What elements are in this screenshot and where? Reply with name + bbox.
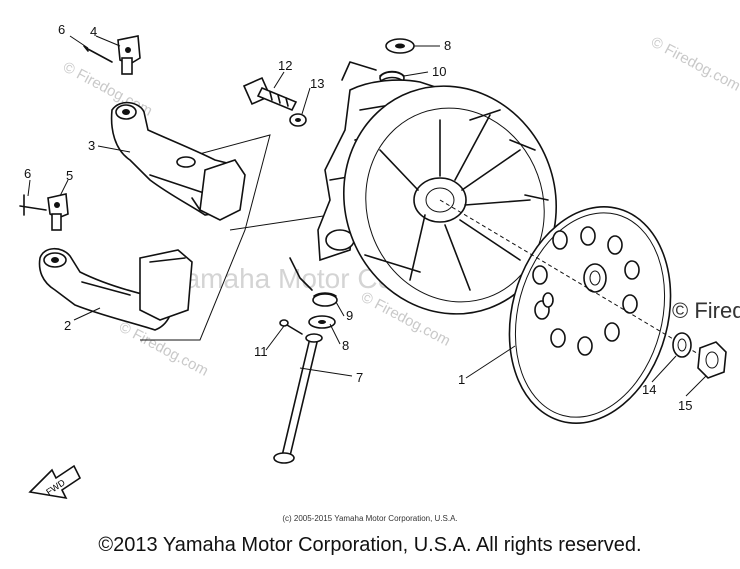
small-copyright: (c) 2005-2015 Yamaha Motor Corporation, … <box>282 514 458 523</box>
part-15-nut <box>697 341 727 379</box>
spring-rod <box>364 254 421 273</box>
part-6-cotter-pin-top <box>83 45 113 63</box>
part-8-washer-lower <box>308 315 336 329</box>
callout-14: 14 <box>642 382 656 397</box>
callout-8b: 8 <box>342 338 349 353</box>
assembly-link-line <box>229 214 331 231</box>
watermark-firedog-4: © Firedog.com <box>648 34 740 95</box>
assembly-bracket-outline <box>139 134 271 341</box>
brake-pulley <box>342 85 558 315</box>
leader-lines <box>27 35 707 397</box>
part-8-washer-top <box>385 38 415 54</box>
part-1-brake-disc <box>508 206 672 424</box>
callout-6b: 6 <box>24 166 31 181</box>
callout-8a: 8 <box>444 38 451 53</box>
callout-11: 11 <box>254 344 268 359</box>
callout-4: 4 <box>90 24 97 39</box>
callout-6a: 6 <box>58 22 65 37</box>
callout-3: 3 <box>88 138 95 153</box>
fwd-arrow-icon: FWD <box>28 464 82 500</box>
watermark-firedog-2: © Firedog.com <box>116 319 211 380</box>
part-3-upper-arm <box>110 101 246 221</box>
part-12-bolt <box>242 76 298 112</box>
part-4-clip <box>117 35 141 75</box>
part-2-lower-arm <box>38 247 193 331</box>
callout-12: 12 <box>278 58 292 73</box>
callout-2: 2 <box>64 318 71 333</box>
part-5-clip <box>47 193 69 231</box>
part-13-nut <box>289 113 307 127</box>
callout-10: 10 <box>432 64 446 79</box>
center-axis-line <box>439 199 701 356</box>
callout-1: 1 <box>458 372 465 387</box>
watermark-firedog-right: © Firedo <box>672 298 740 323</box>
part-7-shaft <box>273 333 323 464</box>
callout-5: 5 <box>66 168 73 183</box>
callout-13: 13 <box>310 76 324 91</box>
callout-9: 9 <box>346 308 353 323</box>
callout-7: 7 <box>356 370 363 385</box>
copyright-notice: ©2013 Yamaha Motor Corporation, U.S.A. A… <box>98 534 642 556</box>
part-6-cotter-pin-lower <box>19 194 47 216</box>
callout-15: 15 <box>678 398 692 413</box>
part-14-washer <box>672 332 692 358</box>
part-9-spring <box>289 257 338 307</box>
